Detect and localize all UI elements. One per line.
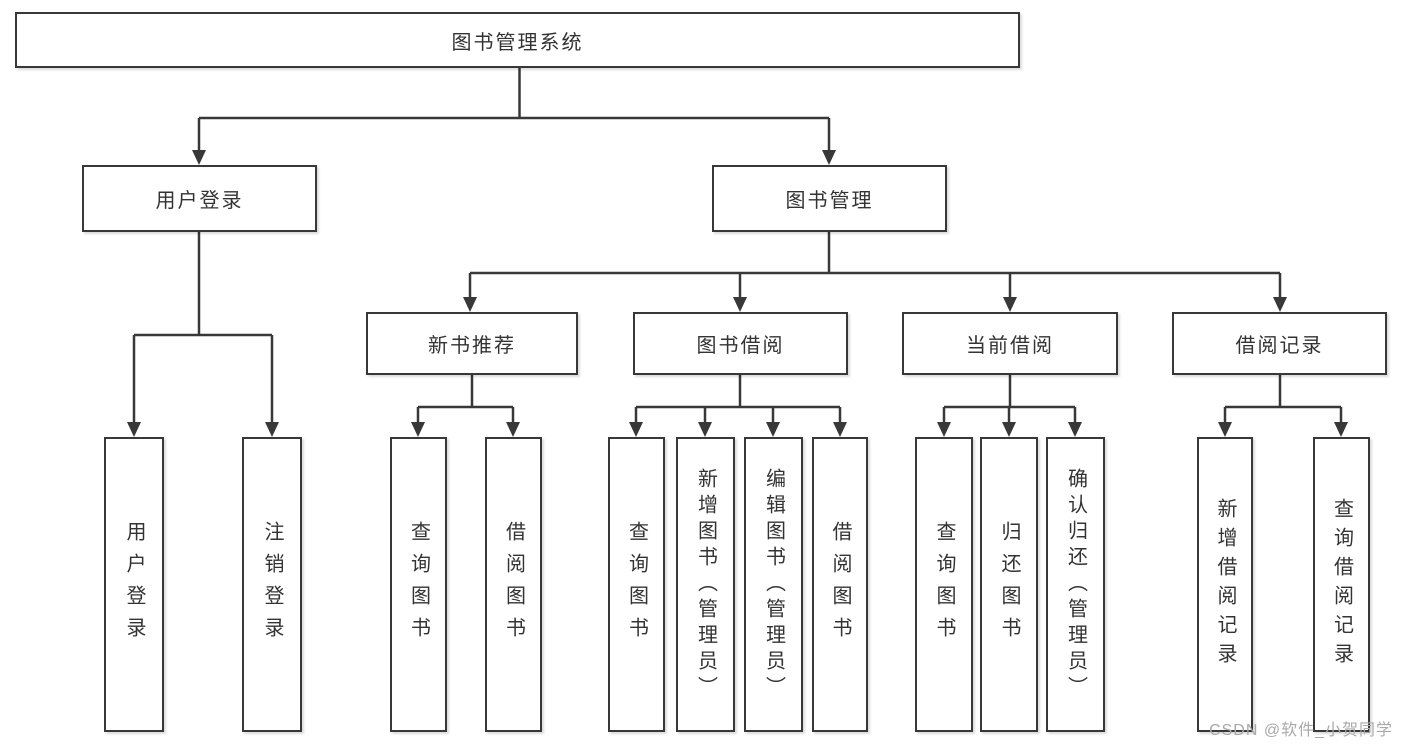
node-root-system: 图书管理系统 [15, 12, 1020, 68]
leaf-query-borrow-record: 查询借阅记录 [1313, 437, 1370, 732]
leaf-logout: 注销登录 [242, 437, 302, 732]
leaf-edit-books-admin: 编辑图书（管理员） [744, 437, 803, 732]
leaf-return-books: 归还图书 [980, 437, 1038, 732]
connector-current-borrow [937, 375, 1082, 437]
leaf-user-login: 用户登录 [104, 437, 164, 732]
node-book-management: 图书管理 [712, 165, 947, 232]
leaf-confirm-return-admin: 确认归还（管理员） [1046, 437, 1105, 732]
connector-user-login [127, 232, 279, 437]
leaf-query-books-recommend: 查询图书 [390, 437, 447, 732]
connector-borrow-records [1218, 375, 1348, 437]
node-new-book-recommend: 新书推荐 [366, 312, 578, 375]
connector-root [192, 68, 836, 165]
connector-book-borrow [629, 375, 847, 437]
node-book-borrow: 图书借阅 [633, 312, 848, 375]
connector-book-management [463, 232, 1287, 312]
node-user-login: 用户登录 [82, 165, 317, 232]
leaf-query-books-borrow: 查询图书 [608, 437, 665, 732]
leaf-borrow-books-recommend: 借阅图书 [485, 437, 542, 732]
leaf-borrow-books: 借阅图书 [812, 437, 868, 732]
leaf-add-books-admin: 新增图书（管理员） [676, 437, 735, 732]
leaf-query-books-current: 查询图书 [915, 437, 973, 732]
connector-new-book [411, 375, 520, 437]
node-borrow-records: 借阅记录 [1172, 312, 1387, 375]
csdn-watermark: CSDN @软件_小贺同学 [1209, 722, 1393, 739]
node-current-borrow: 当前借阅 [902, 312, 1118, 375]
leaf-add-borrow-record: 新增借阅记录 [1197, 437, 1253, 732]
